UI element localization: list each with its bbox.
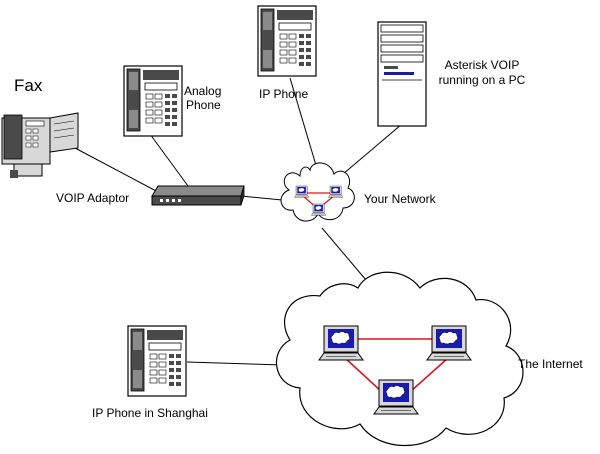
line-fax-adaptor [74,147,159,193]
internet-links [344,338,449,393]
your-network-computer-1 [294,185,310,198]
your-network-computer-3 [311,203,327,216]
line-server-network [335,123,403,181]
ip-phone-shanghai-icon [127,325,187,397]
asterisk-label-line2: running on a PC [438,73,526,87]
asterisk-label-line1: Asterisk VOIP [444,58,520,72]
ip-phone-icon [257,5,317,77]
analog-phone-label-line1: Analog [184,84,222,98]
fax-machine-icon [1,112,79,178]
ip-phone-shanghai-label: IP Phone in Shanghai [92,406,208,420]
your-network-label: Your Network [364,192,436,206]
line-adaptor-network [240,195,283,201]
fax-label: Fax [14,76,43,95]
ip-phone-label: IP Phone [259,87,309,101]
your-network-computer-2 [328,185,344,198]
line-network-internet [321,227,367,281]
internet-computer-1 [318,325,364,361]
pc-tower-icon [377,21,427,127]
line-shanghai-internet [186,361,284,366]
voip-adaptor-label: VOIP Adaptor [56,191,130,205]
connection-lines [74,77,403,366]
internet-computer-3 [373,379,419,415]
analog-phone-label-line2: Phone [186,98,221,112]
internet-cloud-icon [275,271,524,447]
internet-label: The Internet [518,357,583,371]
line-ipphone-network [289,77,319,173]
voip-adaptor-icon [151,185,245,206]
line-analog-adaptor [149,133,189,187]
internet-computer-2 [426,325,472,361]
your-network-cloud-icon [280,162,355,222]
analog-phone-icon [123,65,183,137]
